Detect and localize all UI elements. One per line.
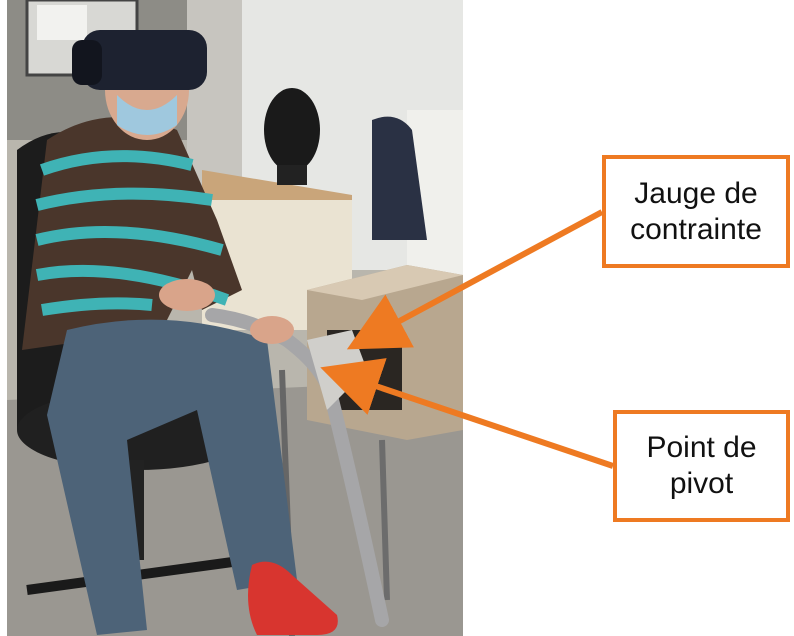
photo-illustration xyxy=(7,0,463,636)
experiment-photo xyxy=(7,0,463,636)
pivot-point-callout: Point de pivot xyxy=(613,410,790,522)
pivot-point-label: Point de pivot xyxy=(646,431,757,500)
strain-gauge-label: Jauge de contrainte xyxy=(630,176,762,246)
strain-gauge-callout: Jauge de contrainte xyxy=(602,155,790,268)
